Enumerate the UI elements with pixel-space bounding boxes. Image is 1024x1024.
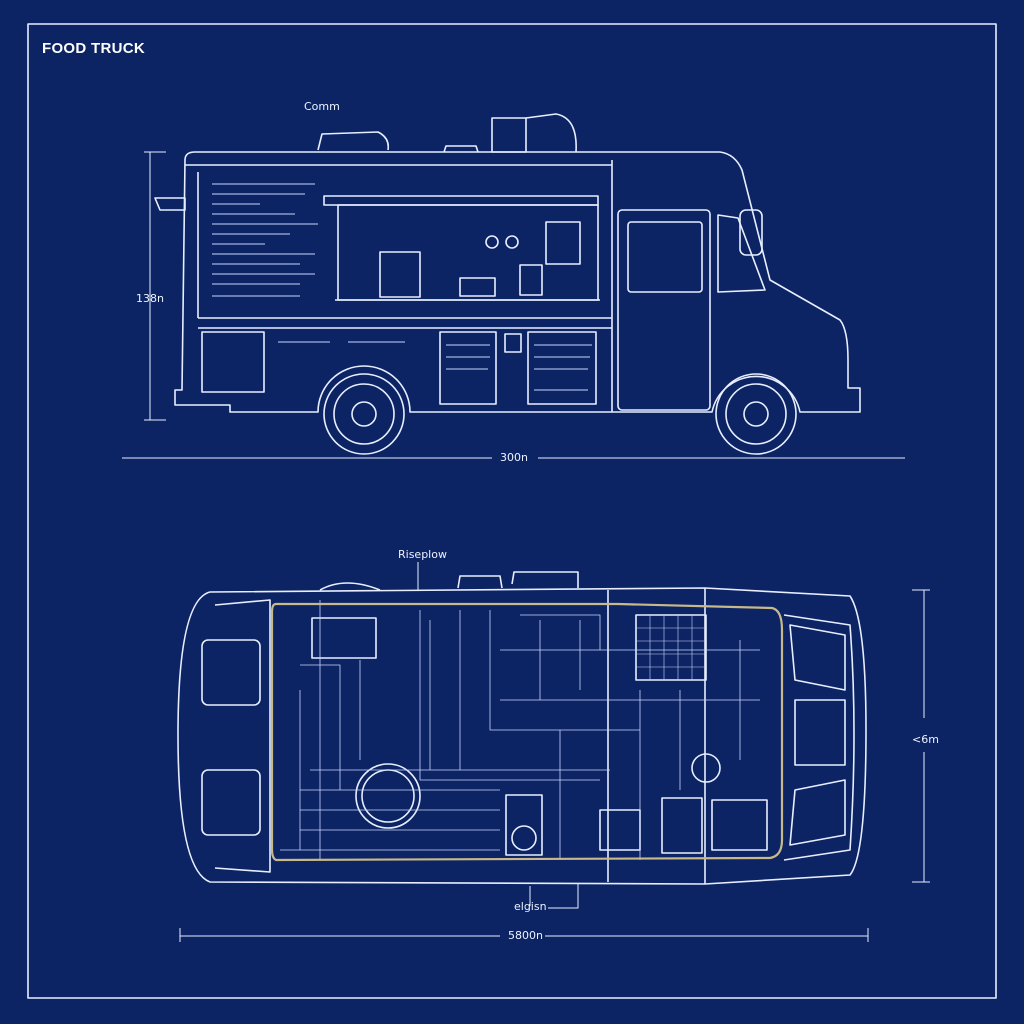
side-view-truck: [154, 113, 861, 455]
interior-outline: [270, 602, 784, 862]
frame-border: [27, 23, 997, 999]
top-view-truck: [177, 571, 867, 885]
side-height-dimension: 138n: [136, 292, 164, 305]
side-roof-label: Comm: [304, 100, 340, 113]
top-roof-label: Riseplow: [398, 548, 447, 561]
side-length-dimension: 300n: [500, 451, 528, 464]
drawing-title: FOOD TRUCK: [42, 40, 145, 57]
top-width-dimension: <6m: [912, 733, 939, 746]
top-length-dimension: 5800n: [508, 929, 543, 942]
top-bottom-label: elgisn: [514, 900, 547, 913]
